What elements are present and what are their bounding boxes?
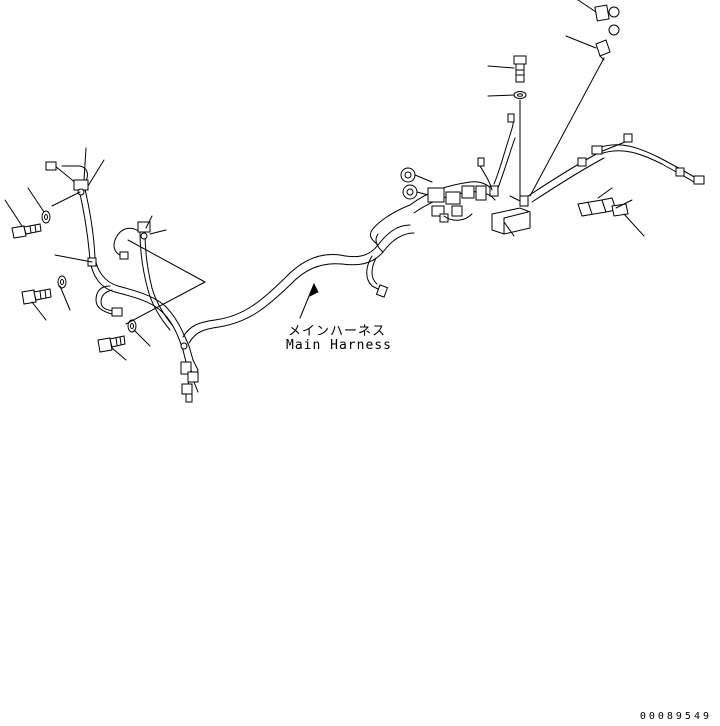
connector-cap-top — [594, 4, 620, 36]
washer-left-3 — [127, 319, 137, 333]
drawing-number: 00089549 — [639, 711, 712, 722]
main-harness-trunk — [182, 204, 415, 344]
leader-lines — [4, 0, 645, 361]
washer-left-2 — [57, 275, 67, 289]
harness-left-section — [45, 161, 190, 351]
arrow-main-harness — [309, 282, 319, 297]
harness-right-branch — [527, 133, 705, 203]
bolt-top — [513, 55, 527, 83]
harness-connector-left-bottom — [180, 342, 199, 403]
bolt-left-2 — [21, 288, 52, 305]
bolt-left-1 — [11, 223, 42, 239]
part-name-english: Main Harness — [286, 338, 392, 353]
bolt-left-3 — [97, 335, 126, 353]
fuse-holder-right — [577, 197, 629, 217]
washer-left-1 — [41, 210, 51, 224]
part-name-japanese: メインハーネス — [288, 324, 387, 339]
washer-top — [513, 91, 527, 99]
harness-branch-mid — [366, 255, 389, 298]
harness-controller-block — [400, 113, 531, 235]
connector-plug-top — [595, 39, 611, 61]
